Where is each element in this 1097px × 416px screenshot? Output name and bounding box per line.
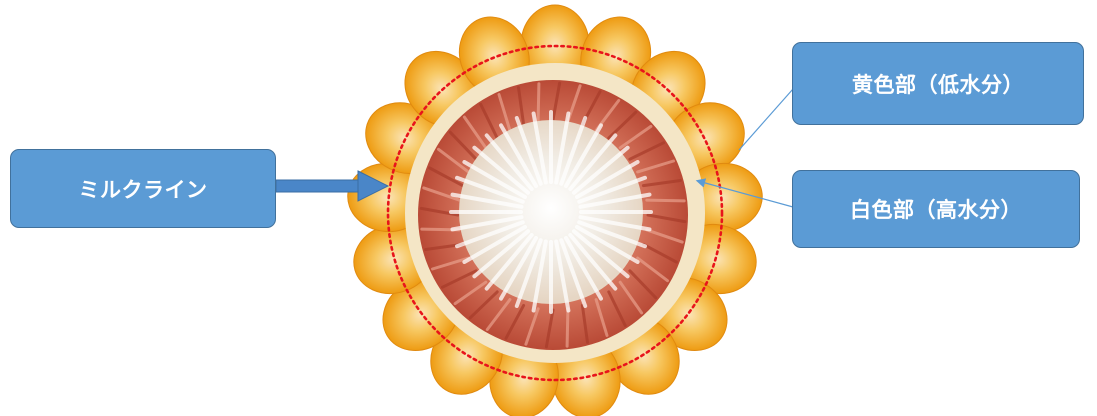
cob-streak xyxy=(647,200,684,201)
milk-line-label: ミルクライン xyxy=(10,149,276,228)
yellow-part-leader xyxy=(739,89,793,150)
yellow-part-label: 黄色部（低水分） xyxy=(792,42,1084,125)
white-part-text: 白色部（高水分） xyxy=(850,194,1022,224)
white-part-label: 白色部（高水分） xyxy=(792,170,1080,248)
yellow-part-text: 黄色部（低水分） xyxy=(852,69,1024,99)
milk-line-text: ミルクライン xyxy=(79,174,208,204)
cob-streak xyxy=(567,309,568,346)
cob-streak xyxy=(538,84,539,121)
